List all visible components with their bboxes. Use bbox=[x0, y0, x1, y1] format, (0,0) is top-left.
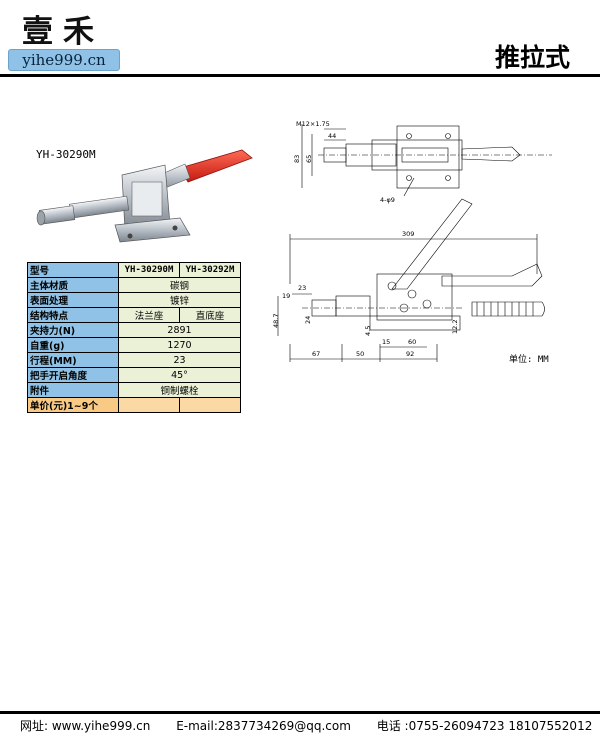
dim-83: 83 bbox=[293, 155, 301, 163]
product-model-label: YH-30290M bbox=[36, 148, 96, 161]
spec-label: 表面处理 bbox=[27, 292, 119, 308]
spec-label: 自重(g) bbox=[27, 337, 119, 353]
footer-email: E-mail:2837734269@qq.com bbox=[176, 719, 351, 733]
dim-24: 24 bbox=[304, 316, 312, 324]
logo-url-badge: yihe999.cn bbox=[8, 49, 120, 71]
dim-92: 92 bbox=[406, 350, 414, 358]
spec-value: 镀锌 bbox=[118, 292, 241, 308]
table-row: 单价(元)1~9个 bbox=[27, 397, 241, 413]
dim-67: 67 bbox=[312, 350, 320, 358]
spec-label: 行程(MM) bbox=[27, 352, 119, 368]
table-row: 附件 铜制螺栓 bbox=[27, 382, 241, 398]
table-row: 结构特点 法兰座 直底座 bbox=[27, 307, 241, 323]
logo-chinese: 壹禾 bbox=[22, 14, 104, 50]
footer-website: 网址: www.yihe999.cn bbox=[20, 719, 151, 733]
dim-4-5: 4.5 bbox=[364, 326, 372, 336]
spec-value: 铜制螺栓 bbox=[118, 382, 241, 398]
dim-thread: M12×1.75 bbox=[296, 120, 330, 128]
category-title: 推拉式 bbox=[494, 43, 570, 72]
spec-label: 附件 bbox=[27, 382, 119, 398]
header-rule bbox=[0, 74, 600, 77]
dim-60: 60 bbox=[408, 338, 416, 346]
technical-drawing: M12×1.75 44 83 65 4-φ9 3 bbox=[272, 120, 552, 362]
table-row: 型号 YH-30290M YH-30292M bbox=[27, 262, 241, 278]
table-row: 自重(g) 1270 bbox=[27, 337, 241, 353]
spec-value: 23 bbox=[118, 352, 241, 368]
spec-value: 1270 bbox=[118, 337, 241, 353]
spec-model-a: YH-30290M bbox=[118, 262, 180, 278]
footer: 网址: www.yihe999.cn E-mail:2837734269@qq.… bbox=[20, 717, 600, 734]
dim-48-7: 48.7 bbox=[272, 314, 280, 328]
spec-label: 型号 bbox=[27, 262, 119, 278]
dim-12-2: 12.2 bbox=[451, 320, 459, 334]
spec-label: 结构特点 bbox=[27, 307, 119, 323]
logo-url-text: yihe999.cn bbox=[22, 51, 106, 69]
dim-50: 50 bbox=[356, 350, 364, 358]
spec-price-a bbox=[118, 397, 180, 413]
table-row: 夹持力(N) 2891 bbox=[27, 322, 241, 338]
spec-model-b: YH-30292M bbox=[179, 262, 241, 278]
dim-15: 15 bbox=[382, 338, 390, 346]
spec-price-b bbox=[179, 397, 241, 413]
side-view bbox=[277, 198, 545, 362]
spec-value-b: 直底座 bbox=[179, 307, 241, 323]
spec-value-a: 法兰座 bbox=[118, 307, 180, 323]
dim-23: 23 bbox=[298, 284, 306, 292]
dim-309: 309 bbox=[402, 230, 414, 238]
table-row: 行程(MM) 23 bbox=[27, 352, 241, 368]
product-photo bbox=[36, 149, 253, 243]
table-row: 主体材质 碳钢 bbox=[27, 277, 241, 293]
dim-65: 65 bbox=[305, 155, 313, 163]
footer-phone: 电话 :0755-26094723 18107552012 bbox=[376, 719, 593, 733]
spec-label: 主体材质 bbox=[27, 277, 119, 293]
footer-rule bbox=[0, 711, 600, 714]
table-row: 表面处理 镀锌 bbox=[27, 292, 241, 308]
spec-label: 把手开启角度 bbox=[27, 367, 119, 383]
dim-holes: 4-φ9 bbox=[380, 196, 395, 204]
spec-value: 2891 bbox=[118, 322, 241, 338]
spec-label: 夹持力(N) bbox=[27, 322, 119, 338]
dim-19: 19 bbox=[282, 292, 290, 300]
table-row: 把手开启角度 45° bbox=[27, 367, 241, 383]
dim-44: 44 bbox=[328, 132, 336, 140]
spec-value: 碳钢 bbox=[118, 277, 241, 293]
spec-value: 45° bbox=[118, 367, 241, 383]
spec-label: 单价(元)1~9个 bbox=[27, 397, 119, 413]
unit-label: 单位: MM bbox=[509, 355, 549, 365]
spec-table: 型号 YH-30290M YH-30292M 主体材质 碳钢 表面处理 镀锌 结… bbox=[27, 262, 241, 413]
top-view bbox=[301, 124, 552, 197]
